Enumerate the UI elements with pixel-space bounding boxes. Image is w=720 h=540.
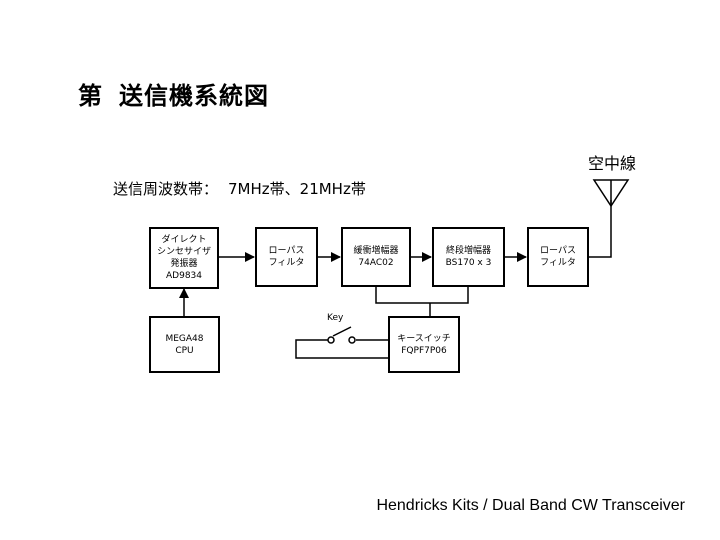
final-line-1: 終段増幅器 (445, 246, 491, 256)
footer-caption: Hendricks Kits / Dual Band CW Transceive… (376, 497, 685, 514)
keyswitch-line-2: FQPF7P06 (401, 345, 447, 356)
frequency-value: 7MHz帯、21MHz帯 (228, 180, 366, 198)
dds-line-1: ダイレクト (161, 235, 207, 245)
final-line-2: BS170 x 3 (445, 258, 492, 268)
dds-line-2: シンセサイザ (156, 247, 211, 257)
block-dds-oscillator: ダイレクト シンセサイザ 発振器 AD9834 (149, 227, 219, 289)
lpf1-line-1: ローパス (268, 246, 305, 256)
block-lowpass-filter-1: ローパス フィルタ (255, 227, 318, 287)
dds-line-4: AD9834 (166, 271, 202, 281)
frequency-label: 送信周波数帯： (113, 180, 219, 198)
buffer-line-1: 緩衝増幅器 (353, 246, 399, 256)
antenna-label: 空中線 (588, 154, 637, 173)
buffer-line-2: 74AC02 (358, 258, 394, 268)
block-final-amplifier: 終段増幅器 BS170 x 3 (432, 227, 505, 287)
key-switch-icon (295, 326, 388, 359)
block-lowpass-filter-2: ローパス フィルタ (527, 227, 589, 287)
lpf2-line-1: ローパス (540, 246, 576, 256)
block-buffer-amplifier: 緩衝増幅器 74AC02 (341, 227, 411, 287)
wire-lpf2-to-antenna (589, 200, 612, 258)
antenna-icon (592, 179, 630, 208)
block-key-switch: キースイッチ FQPF7P06 (388, 316, 460, 373)
title-main: 送信機系統図 (119, 82, 269, 110)
frequency-line: 送信周波数帯： 7MHz帯、21MHz帯 (113, 178, 366, 199)
key-label: Key (327, 313, 344, 323)
page-title: 第送信機系統図 (78, 76, 269, 111)
cpu-line-1: MEGA48 (165, 333, 204, 344)
cpu-line-2: CPU (175, 345, 194, 356)
lpf2-line-2: フィルタ (540, 258, 576, 268)
lpf1-line-2: フィルタ (268, 258, 305, 268)
wire-buffer-bus (375, 287, 469, 304)
keyswitch-line-1: キースイッチ (397, 333, 451, 344)
block-cpu: MEGA48 CPU (149, 316, 220, 373)
dds-line-3: 発振器 (170, 259, 198, 269)
title-prefix: 第 (78, 82, 103, 110)
